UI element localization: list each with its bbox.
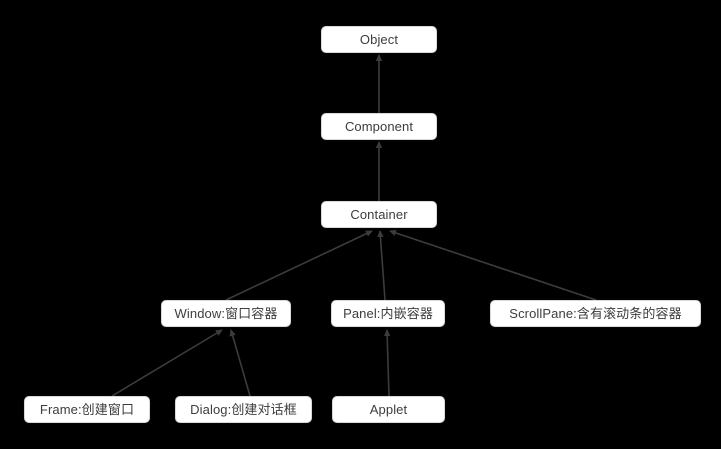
arrow-panel-to-container (377, 230, 386, 301)
node-panel[interactable]: Panel:内嵌容器 (331, 300, 445, 327)
arrow-dialog-to-window (229, 329, 251, 397)
node-applet[interactable]: Applet (332, 396, 445, 423)
node-label: Container (350, 207, 408, 222)
node-component[interactable]: Component (321, 113, 437, 140)
arrow-frame-to-window (111, 329, 223, 397)
node-label: Applet (369, 402, 408, 417)
node-container[interactable]: Container (321, 201, 437, 228)
node-frame[interactable]: Frame:创建窗口 (24, 396, 150, 423)
node-label: Panel:内嵌容器 (343, 306, 433, 321)
node-object[interactable]: Object (321, 26, 437, 53)
node-window[interactable]: Window:窗口容器 (161, 300, 291, 327)
arrow-applet-to-panel (383, 329, 391, 397)
node-scrollpane[interactable]: ScrollPane:含有滚动条的容器 (490, 300, 701, 327)
node-label: Frame:创建窗口 (39, 402, 135, 417)
node-label: Component (344, 119, 414, 134)
node-label: Dialog:创建对话框 (190, 402, 297, 417)
node-dialog[interactable]: Dialog:创建对话框 (175, 396, 312, 423)
node-label: Object (359, 32, 399, 47)
node-label: ScrollPane:含有滚动条的容器 (509, 306, 682, 321)
arrow-scrollpane-to-container (389, 229, 597, 301)
arrow-window-to-container (225, 230, 373, 301)
node-label: Window:窗口容器 (174, 306, 278, 321)
